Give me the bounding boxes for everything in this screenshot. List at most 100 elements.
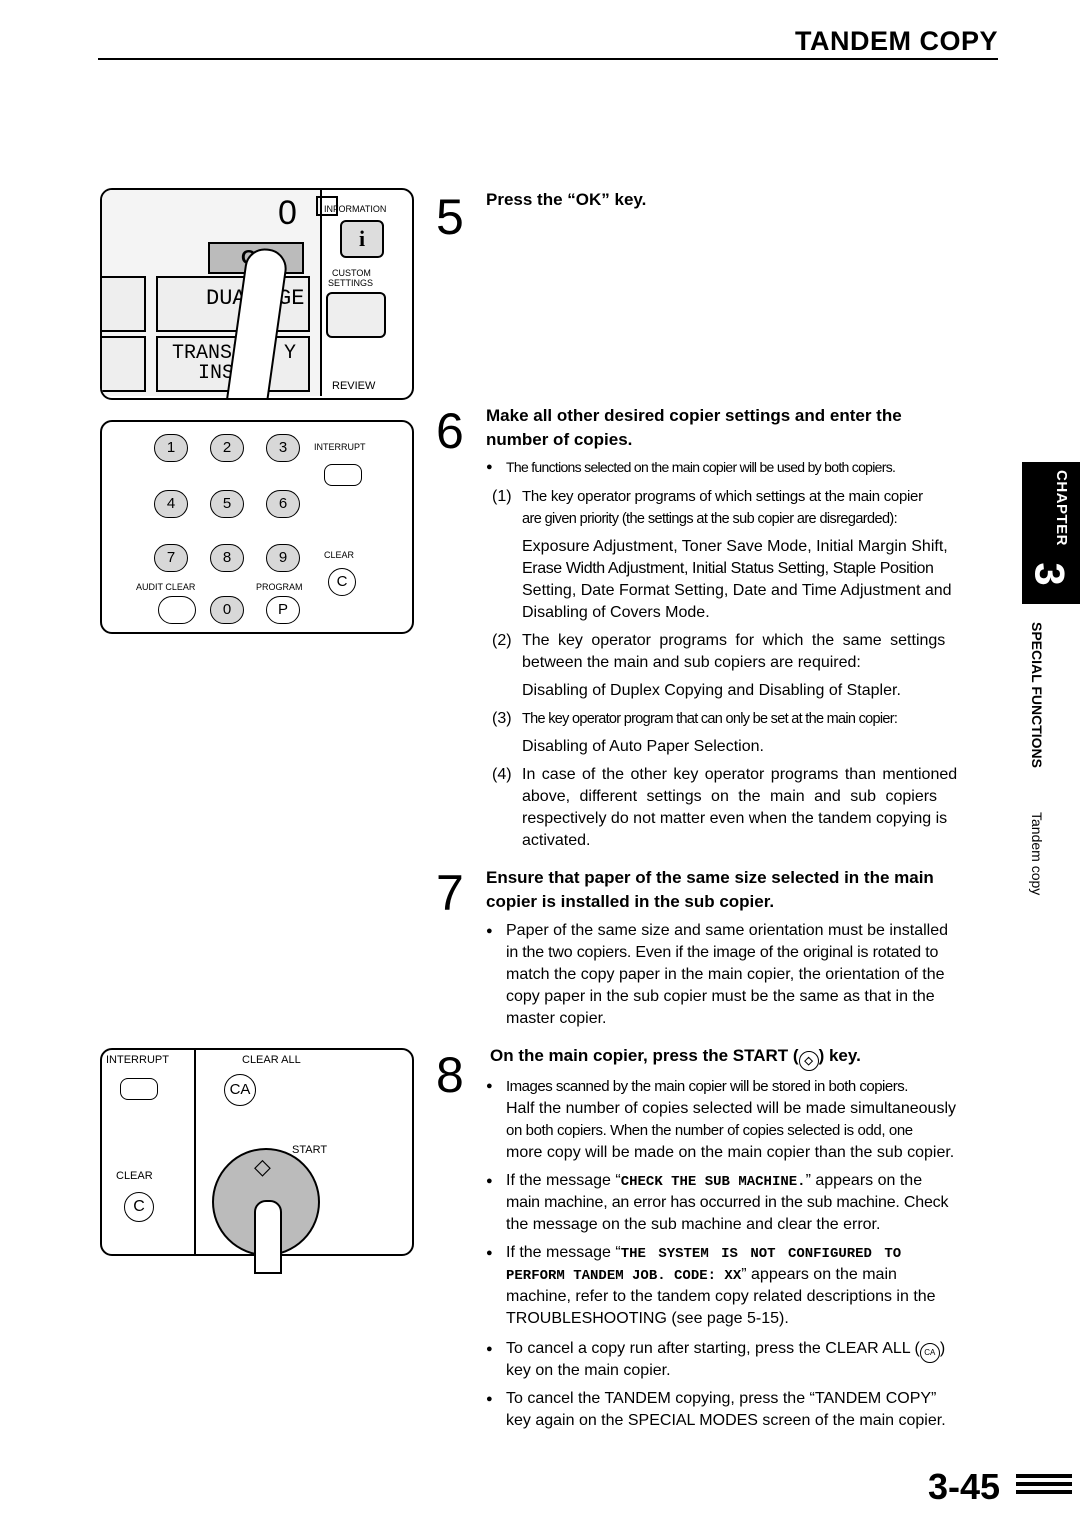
step-6-number: 6 [436,403,464,459]
key-6[interactable]: 6 [266,490,300,518]
step-7-line-3: match the copy paper in the main copier,… [506,966,945,983]
step-6-item-1-line-4: Erase Width Adjustment, Initial Status S… [522,560,934,577]
copy-count-icon [316,196,338,216]
step-6-item-1-line-6: Disabling of Covers Mode. [522,604,710,621]
step-8-heading: On the main copier, press the START (◇) … [490,1044,861,1071]
key-7[interactable]: 7 [154,544,188,572]
header-rule [98,58,998,60]
section-label: SPECIAL FUNCTIONS [1029,622,1045,768]
audit-clear-label: AUDIT CLEAR [136,582,196,592]
bullet-icon: ● [486,925,493,937]
step-8-b4-line-1: To cancel a copy run after starting, pre… [506,1338,945,1363]
clear-label: CLEAR [324,550,355,560]
key-9[interactable]: 9 [266,544,300,572]
step-8-b2-line-2: main machine, an error has occurred in t… [506,1194,949,1211]
step-8-b3-line-2: PERFORM TANDEM JOB. CODE: XX” appears on… [506,1264,897,1287]
key-3[interactable]: 3 [266,434,300,462]
step-8-b5-line-1: To cancel the TANDEM copying, press the … [506,1390,937,1407]
chapter-tab: CHAPTER 3 [1022,462,1080,604]
page-number-rule [1016,1482,1072,1486]
transp-label-end: Y [284,342,297,365]
step-8-b1-line-3: on both copiers. When the number of copi… [506,1122,913,1139]
interrupt-key-2[interactable] [120,1078,158,1100]
clear-key[interactable]: C [328,568,356,596]
bullet-icon: ● [486,1080,493,1092]
clear-all-inline-icon: CA [919,1343,940,1363]
b3-pre: If the message “ [506,1244,621,1261]
touch-panel-illustration: 0 INFORMATION i OK CUSTOM SETTINGS DUA G… [100,188,414,400]
step-7-heading-1: Ensure that paper of the same size selec… [486,868,934,887]
key-4[interactable]: 4 [154,490,188,518]
step-6-item-1-num: (1) [492,488,512,505]
b2-post: ” appears on the [805,1172,923,1189]
step-8-b3-line-4: TROUBLESHOOTING (see page 5-15). [506,1310,789,1327]
step-8-heading-b: ) key. [818,1046,861,1065]
dual-page-copy-key[interactable]: DUA GE [156,276,310,332]
step-7-line-4: copy paper in the sub copier must be the… [506,988,935,1005]
step-8-number: 8 [436,1047,464,1103]
b3-message-1: THE SYSTEM IS NOT CONFIGURED TO [620,1246,902,1262]
step-6-item-1-line-1: The key operator programs of which setti… [522,488,923,505]
transp-label: TRANSP [172,342,245,365]
chapter-number: 3 [1026,562,1074,586]
step-6-item-4-num: (4) [492,766,512,783]
audit-clear-key[interactable] [158,596,196,624]
clear-label-2: CLEAR [116,1170,153,1182]
b3-post: ” appears on the main [741,1266,897,1283]
step-6-item-4-line-1: In case of the other key operator progra… [522,766,958,783]
step-6-item-1-line-3: Exposure Adjustment, Toner Save Mode, In… [522,538,948,555]
step-6-item-2-line-1: The key operator programs for which the … [522,632,946,649]
step-6-item-1-line-5: Setting, Date Format Setting, Date and T… [522,582,952,599]
information-button[interactable]: i [340,220,384,258]
custom-settings-button[interactable] [326,292,386,338]
step-7-line-5: master copier. [506,1010,607,1027]
b2-message: CHECK THE SUB MACHINE. [620,1174,806,1190]
finger-pointer-icon-2 [254,1200,282,1274]
custom-label: CUSTOM [332,268,371,278]
bullet-icon: ● [486,1247,493,1259]
bullet-icon: ● [486,1175,493,1187]
key-5[interactable]: 5 [210,490,244,518]
step-8-heading-a: On the main copier, press the START ( [490,1046,799,1065]
step-8-b4-line-2: key on the main copier. [506,1362,671,1379]
step-8-b5-line-2: key again on the SPECIAL MODES screen of… [506,1412,946,1429]
settings-label: SETTINGS [328,278,374,288]
clear-all-key[interactable]: CA [224,1074,256,1106]
key-8[interactable]: 8 [210,544,244,572]
review-label: REVIEW [332,380,376,392]
clear-all-label: CLEAR ALL [242,1054,301,1066]
step-8-b2-line-1: If the message “CHECK THE SUB MACHINE.” … [506,1170,922,1193]
chapter-label: CHAPTER [1053,470,1070,547]
step-8-b1-line-2: Half the number of copies selected will … [506,1100,957,1117]
key-2[interactable]: 2 [210,434,244,462]
step-8-b2-line-3: the message on the sub machine and clear… [506,1216,881,1233]
page-header-title: TANDEM COPY [794,26,998,56]
subsection-label: Tandem copy [1029,812,1045,896]
b4-post: ) [939,1340,946,1357]
key-1[interactable]: 1 [154,434,188,462]
step-7-heading-2: copier is installed in the sub copier. [486,892,775,911]
program-key[interactable]: P [266,596,300,624]
clear-key-2[interactable]: C [124,1192,154,1222]
interrupt-key[interactable] [324,464,362,486]
step-6-item-3-line-2: Disabling of Auto Paper Selection. [522,738,764,755]
step-6-heading-2: number of copies. [486,430,633,449]
step-6-heading-1: Make all other desired copier settings a… [486,406,902,425]
step-6-item-3-num: (3) [492,710,512,727]
step-6-item-1-line-2: are given priority (the settings at the … [522,511,898,527]
numeric-keypad-illustration: 1 2 3 INTERRUPT 4 5 6 7 8 9 CLEAR C AUDI… [100,420,414,634]
step-6-item-2-num: (2) [492,632,512,649]
key-0[interactable]: 0 [210,596,244,624]
step-6-item-4-line-3: respectively do not matter even when the… [522,810,948,827]
step-8-b3-line-3: machine, refer to the tandem copy relate… [506,1288,936,1305]
start-key-icon: ◇ [798,1051,819,1071]
page-number: 3-45 [927,1466,1000,1507]
interrupt-label: INTERRUPT [314,442,366,452]
b2-pre: If the message “ [506,1172,621,1189]
step-7-number: 7 [436,865,464,921]
page-number-rule [1016,1474,1072,1478]
step-6-item-3-line-1: The key operator program that can only b… [522,711,898,727]
information-label: INFORMATION [324,204,387,214]
step-7-line-1: Paper of the same size and same orientat… [506,922,949,939]
step-6-item-2-line-3: Disabling of Duplex Copying and Disablin… [522,682,901,699]
